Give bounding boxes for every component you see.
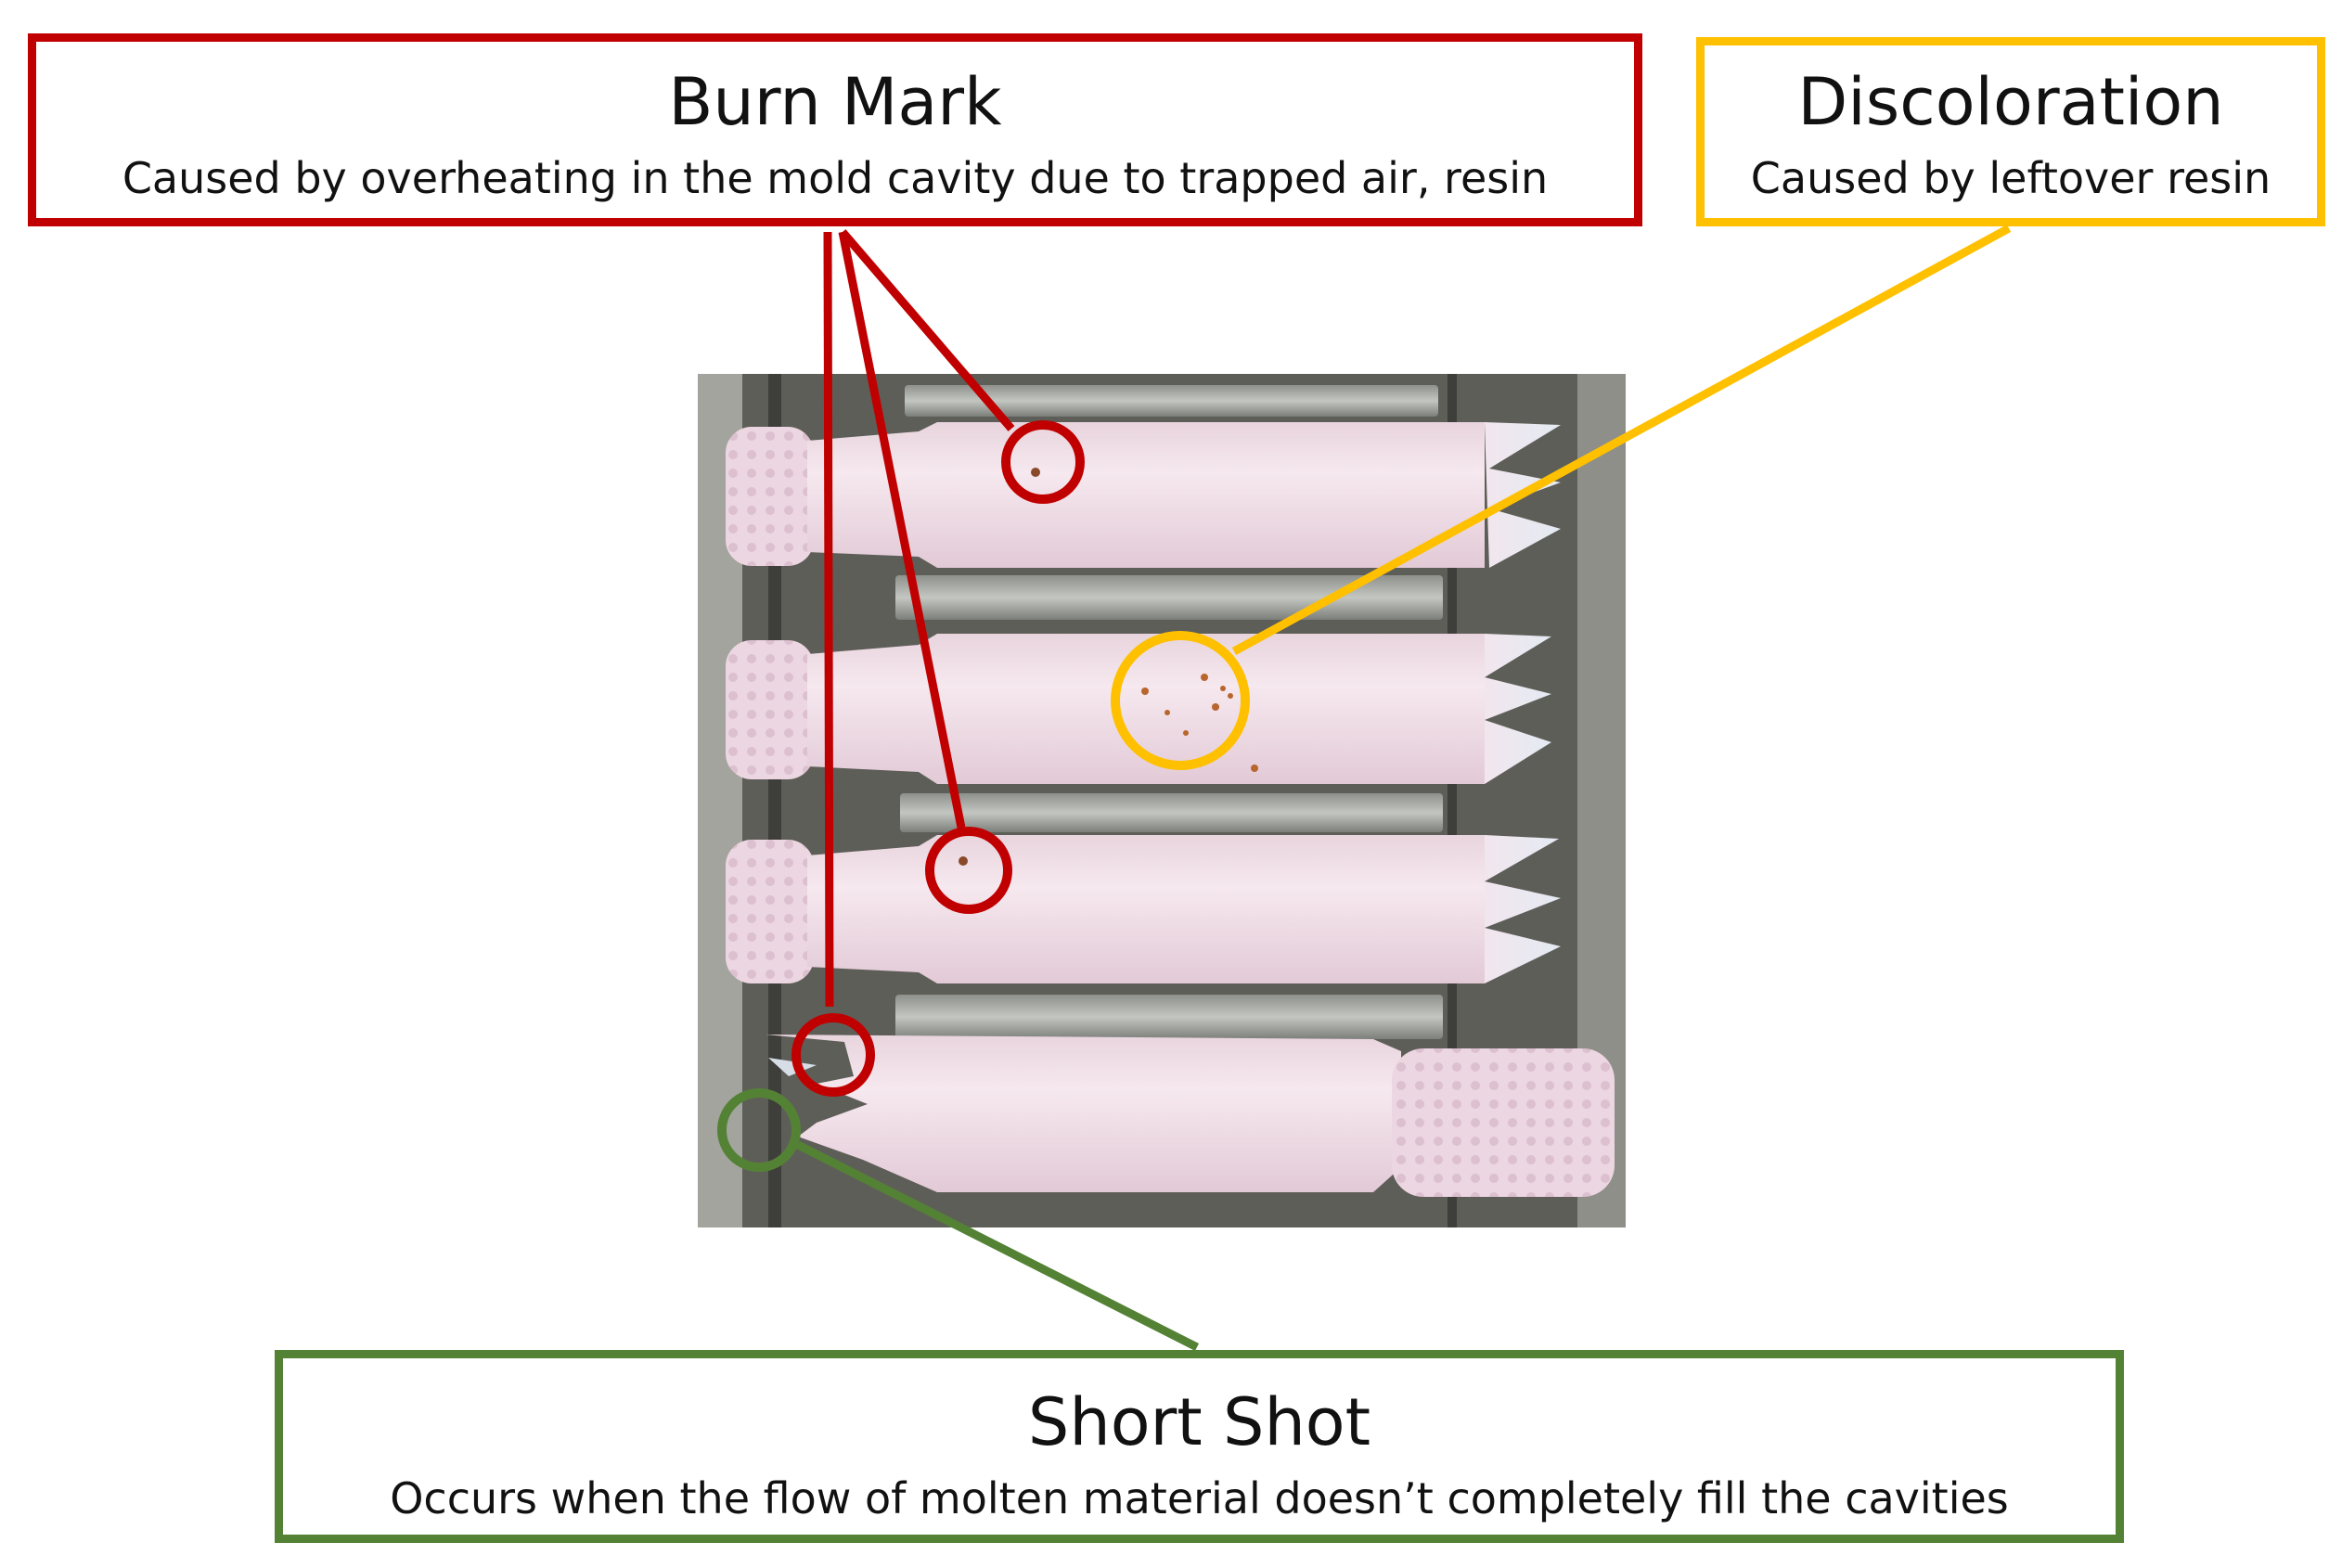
short-shot-callout: Short Shot Occurs when the flow of molte…: [275, 1350, 2124, 1543]
part-1-burn-spot: [1031, 468, 1040, 477]
burn-mark-pointers: [791, 229, 1085, 1097]
part-2-prongs: [1485, 634, 1551, 784]
part-1-grip: [726, 427, 814, 566]
burn-mark-description: Caused by overheating in the mold cavity…: [122, 153, 1549, 203]
burn-mark-title: Burn Mark: [668, 64, 1002, 140]
part-3-body: [807, 835, 1485, 983]
rail-1: [905, 385, 1438, 417]
part-4-incomplete-tip: [768, 1058, 817, 1076]
rail-4: [895, 995, 1443, 1039]
discoloration-callout: Discoloration Caused by leftover resin: [1696, 37, 2325, 226]
burn-leader-3: [823, 231, 834, 1008]
burn-mark-callout: Burn Mark Caused by overheating in the m…: [28, 33, 1642, 226]
short-shot-title: Short Shot: [1027, 1384, 1371, 1460]
short-shot-pointer: [717, 1088, 1200, 1352]
tray-right-slot: [1448, 374, 1457, 1227]
discoloration-circle: [1111, 631, 1250, 770]
rail-3: [900, 793, 1443, 832]
discoloration-description: Caused by leftover resin: [1750, 153, 2271, 203]
molded-part-2: [726, 634, 1551, 784]
short-shot-description: Occurs when the flow of molten material …: [390, 1473, 2009, 1523]
part-4-body: [766, 1035, 1401, 1192]
part-3-prongs: [1485, 835, 1561, 983]
part-4-grip: [1392, 1048, 1615, 1197]
short-shot-leader: [795, 1140, 1200, 1352]
tray-left-slot: [768, 374, 781, 1227]
burn-mark-circle-2: [925, 827, 1012, 914]
molded-part-4: [766, 1035, 1615, 1197]
part-2-resin-spots: [1141, 674, 1258, 772]
mold-photo: [698, 374, 1626, 1227]
molded-part-3: [726, 835, 1561, 983]
burn-leader-1: [839, 229, 1015, 431]
discoloration-leader: [1231, 225, 2012, 655]
part-2-body: [807, 634, 1485, 784]
part-2-grip: [726, 640, 814, 779]
burn-mark-circle-3: [791, 1013, 875, 1097]
short-shot-circle: [717, 1088, 801, 1172]
discoloration-title: Discoloration: [1797, 64, 2224, 140]
part-3-burn-spot: [959, 856, 968, 866]
burn-mark-circle-1: [1001, 420, 1085, 504]
burn-leader-2: [838, 231, 966, 829]
part-3-grip: [726, 840, 814, 983]
discoloration-pointer: [1111, 225, 2012, 770]
part-1-body: [807, 422, 1485, 568]
